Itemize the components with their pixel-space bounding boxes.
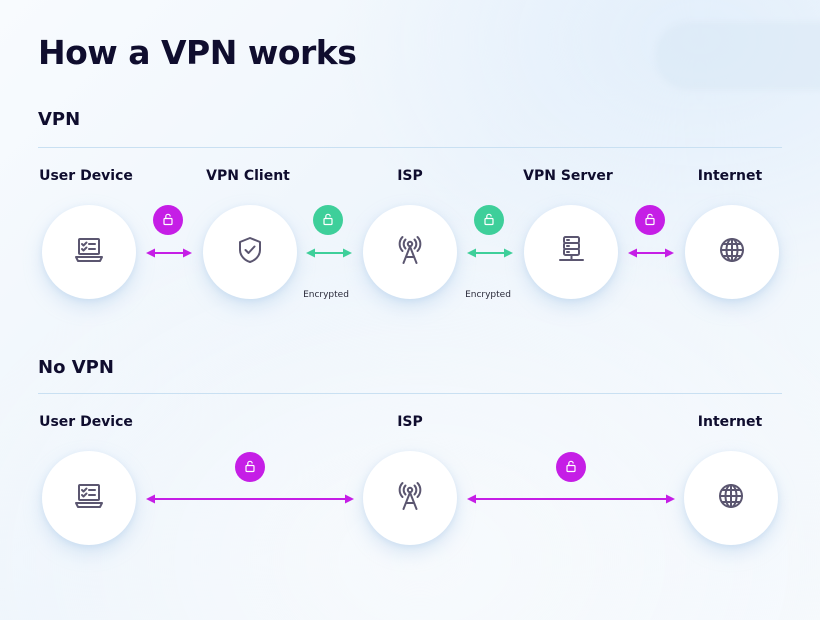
node-user-device [42,451,136,545]
link-arrow-isp-vpn-server [467,247,513,259]
encrypted-caption: Encrypted [465,290,511,300]
node-isp [363,205,457,299]
node-isp [363,451,457,545]
radio-tower-icon [393,479,427,517]
node-vpn-server [524,205,618,299]
vpn-section-divider [38,147,782,148]
encrypted-padlock-badge [313,205,343,235]
unlocked-padlock-icon [643,211,657,230]
node-label-internet: Internet [697,168,763,184]
unlocked-padlock-icon [161,211,175,230]
node-internet [685,205,779,299]
node-vpn-client [203,205,297,299]
link-arrow-isp-internet [467,493,675,505]
unlocked-padlock-badge [635,205,665,235]
node-label-vpn-server: VPN Server [523,168,613,184]
link-arrow-vpn-client-isp [306,247,352,259]
page-title: How a VPN works [38,33,357,72]
unlocked-padlock-icon [564,458,578,477]
novpn-section-heading: No VPN [38,357,114,378]
background-decoration [655,22,820,90]
link-arrow-user-device-isp [146,493,354,505]
unlocked-padlock-badge [153,205,183,235]
link-arrow-user-device-vpn-client [146,247,192,259]
node-label-isp: ISP [397,168,423,184]
server-icon [554,233,588,271]
node-label-vpn-client: VPN Client [206,168,290,184]
laptop-checklist-icon [72,479,106,517]
laptop-checklist-icon [72,233,106,271]
globe-icon [714,479,748,517]
node-label-user-device: User Device [39,168,133,184]
unlocked-padlock-badge [556,452,586,482]
novpn-section-divider [38,393,782,394]
globe-icon [715,233,749,271]
radio-tower-icon [393,233,427,271]
node-label-internet: Internet [697,414,763,430]
encrypted-padlock-badge [474,205,504,235]
padlock-icon [321,211,335,230]
node-user-device [42,205,136,299]
unlocked-padlock-badge [235,452,265,482]
node-internet [684,451,778,545]
shield-check-icon [233,233,267,271]
unlocked-padlock-icon [243,458,257,477]
node-label-isp: ISP [397,414,423,430]
padlock-icon [482,211,496,230]
encrypted-caption: Encrypted [303,290,349,300]
vpn-section-heading: VPN [38,109,81,130]
link-arrow-vpn-server-internet [628,247,674,259]
node-label-user-device: User Device [39,414,133,430]
